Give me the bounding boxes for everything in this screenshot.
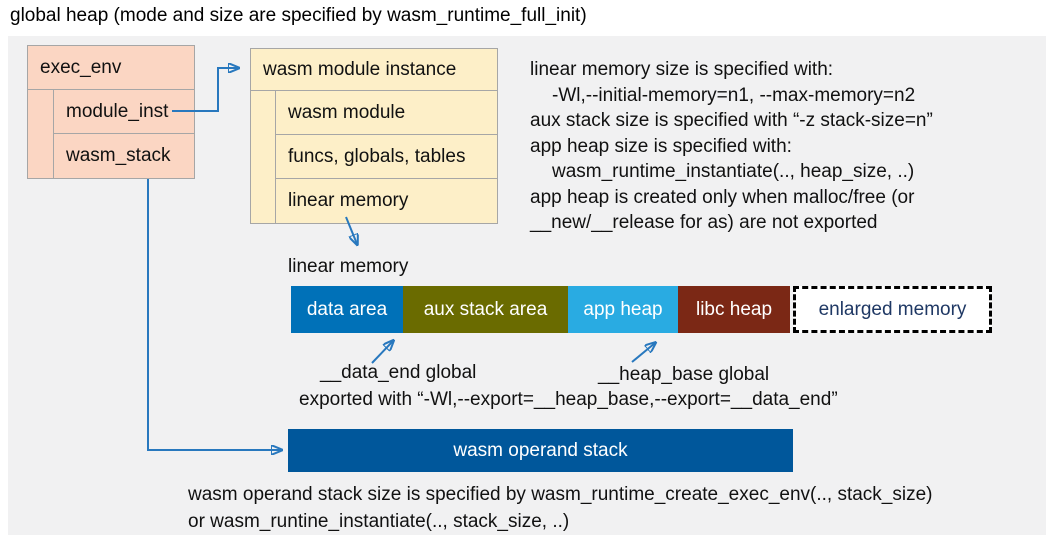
note-line: aux stack size is specified with “-z sta… [530,110,933,131]
wasm-operand-stack-bar: wasm operand stack [288,429,793,472]
wasm-module-instance-box: wasm module instance wasm module funcs, … [250,48,498,224]
operand-stack-notes: wasm operand stack size is specified by … [188,481,933,535]
memory-size-notes: linear memory size is specified with: -W… [530,57,933,236]
note-line: linear memory size is specified with: [530,59,834,80]
export-note: exported with “-Wl,--export=__heap_base,… [299,389,838,410]
data-end-global-label: __data_end global [320,362,477,383]
note-line: -Wl,--initial-memory=n1, --max-memory=n2 [552,84,916,106]
wasm-module-instance-rows: wasm module funcs, globals, tables linea… [275,91,497,223]
segment-libc-heap: libc heap [678,286,790,333]
linear-memory-bar: data area aux stack area app heap libc h… [291,286,992,333]
exec-env-box: exec_env module_inst wasm_stack [27,45,195,179]
exec-env-row-module-inst: module_inst [53,90,194,134]
heap-base-global-label: __heap_base global [598,364,770,385]
note-line: wasm_runtime_instantiate(.., heap_size, … [552,161,915,182]
exec-env-row-wasm-stack: wasm_stack [53,134,194,178]
instance-row-linear-memory: linear memory [275,179,497,223]
exec-env-header: exec_env [28,46,194,90]
note-line: wasm operand stack size is specified by … [188,484,933,505]
note-line: or wasm_runtine_instantiate(.., stack_si… [188,511,570,532]
note-line: __new/__release for as) are not exported [530,212,878,233]
segment-app-heap: app heap [568,286,678,333]
segment-aux-stack-area: aux stack area [403,286,568,333]
note-line: app heap size is specified with: [530,135,792,157]
exec-env-rows: module_inst wasm_stack [53,90,194,178]
wasm-module-instance-header: wasm module instance [251,49,497,91]
linear-memory-label: linear memory [288,256,409,277]
segment-data-area: data area [291,286,403,333]
instance-row-wasm-module: wasm module [275,91,497,135]
instance-row-funcs-globals-tables: funcs, globals, tables [275,135,497,179]
diagram-title: global heap (mode and size are specified… [10,5,587,26]
note-line: app heap is created only when malloc/fre… [530,186,915,208]
segment-enlarged-memory: enlarged memory [793,286,992,333]
